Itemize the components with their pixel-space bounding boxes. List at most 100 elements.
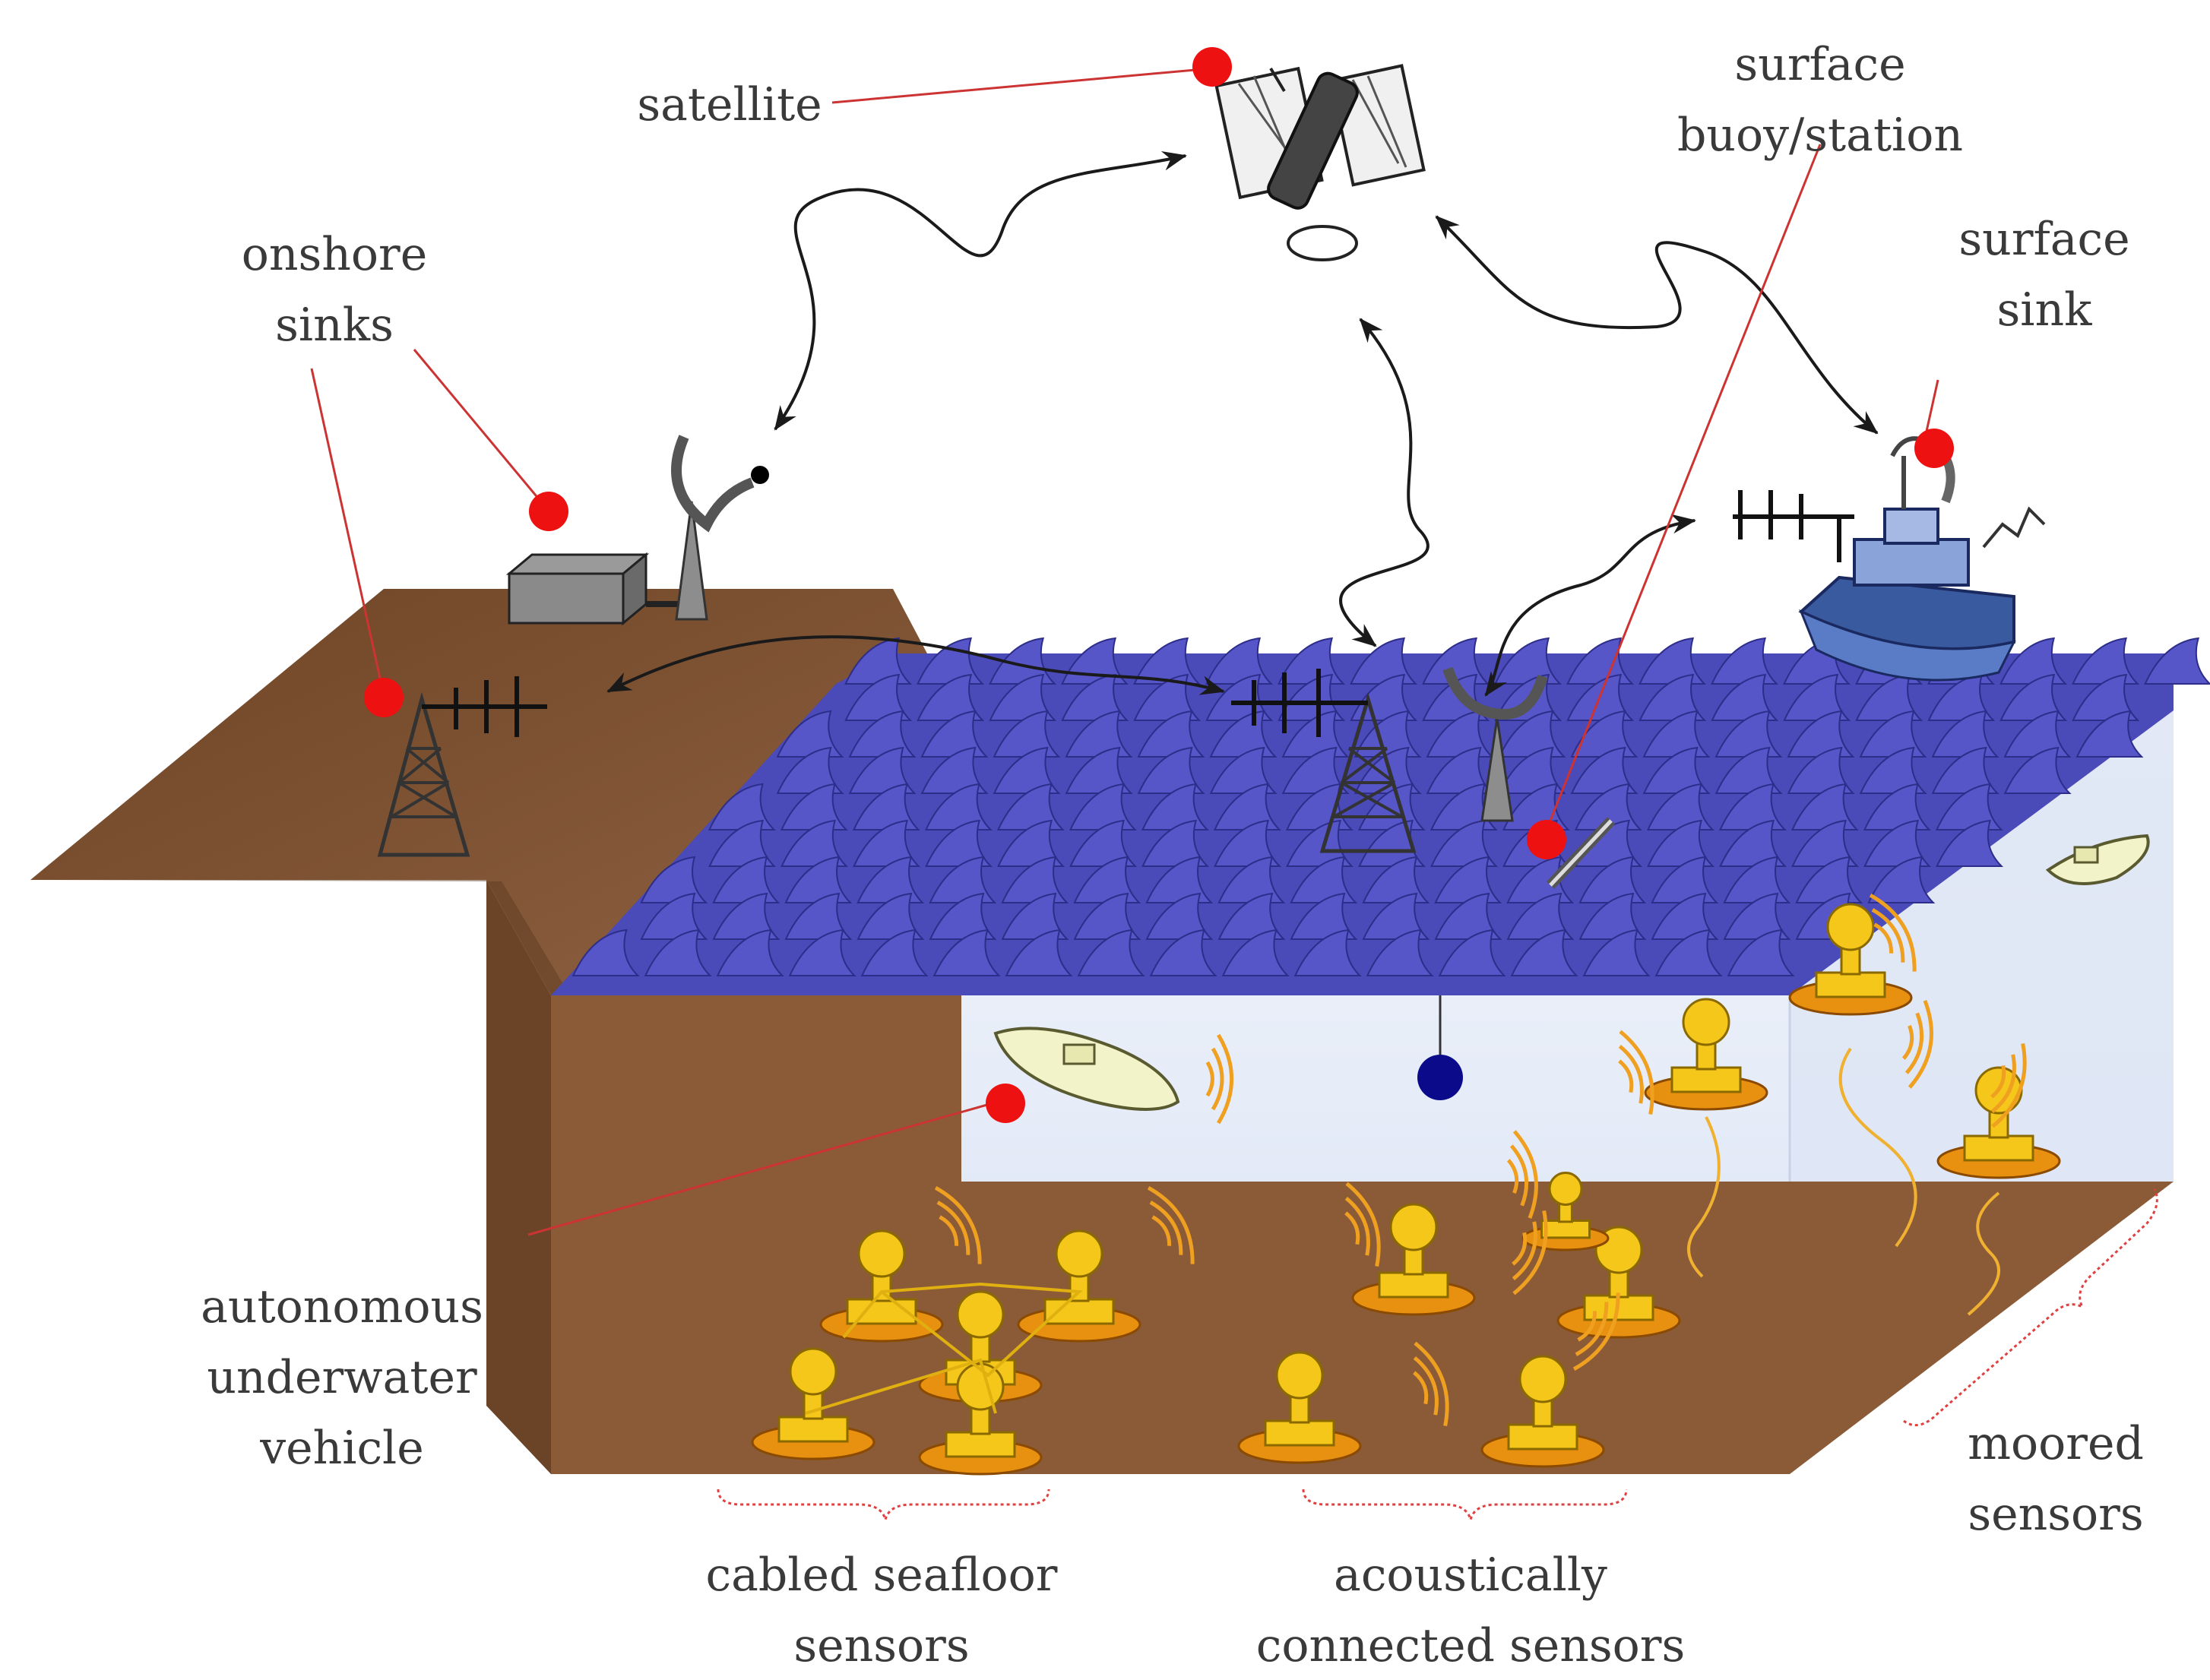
label-surface-buoy-2: buoy/station <box>1677 109 1963 162</box>
wave <box>1145 856 1214 903</box>
link-satellite-station <box>1339 318 1430 647</box>
sensor-cables <box>805 1282 1083 1415</box>
acoustic-signals <box>934 893 2027 1427</box>
wave <box>920 710 989 758</box>
label-auv-2: underwater <box>207 1351 477 1404</box>
wave <box>1065 710 1133 758</box>
sensor-node-icon <box>1351 1203 1476 1316</box>
wave <box>708 783 776 831</box>
wave <box>1582 929 1651 976</box>
wave <box>1642 710 1711 758</box>
wave <box>716 929 784 976</box>
surface-buoy-icon <box>1417 817 1616 1100</box>
wave <box>1646 783 1714 831</box>
onshore-station-box-icon <box>505 552 692 626</box>
wave <box>2003 710 2072 758</box>
link-satellite-onshore <box>774 150 1187 431</box>
wave <box>1723 856 1791 903</box>
communication-links <box>606 150 1879 697</box>
wave <box>1718 783 1787 831</box>
acoustic-wave <box>1990 1042 2027 1128</box>
wave <box>1867 856 1936 903</box>
wave <box>1354 710 1422 758</box>
marker-surface-buoy <box>1527 820 1566 859</box>
label-moored-1: moored <box>1968 1417 2144 1470</box>
satellite-icon <box>1214 64 1426 261</box>
wave <box>1293 929 1362 976</box>
acoustic-wave <box>1413 1341 1449 1427</box>
sensor-node-icon <box>1480 1355 1605 1468</box>
wave <box>1362 856 1430 903</box>
acoustic-wave <box>1512 1210 1548 1296</box>
wave <box>2003 746 2072 794</box>
wave <box>1727 929 1795 976</box>
seabed <box>30 880 2174 1474</box>
labels: satellite surface buoy/station onshore s… <box>201 38 2144 1672</box>
location-markers <box>364 47 1954 1123</box>
sensor-nodes <box>751 903 2061 1476</box>
wave <box>1510 929 1578 976</box>
wave <box>2075 710 2144 758</box>
wave <box>932 929 1001 976</box>
wave <box>1077 929 1145 976</box>
group-braces <box>717 1188 2158 1520</box>
sensor-node-icon <box>1556 1226 1681 1339</box>
wave <box>1498 710 1566 758</box>
sensor-node-icon <box>1788 903 1913 1016</box>
acoustic-wave <box>1618 1030 1654 1115</box>
wave <box>860 929 929 976</box>
onshore-radio-tower-icon <box>377 676 547 857</box>
wave <box>571 929 640 976</box>
wave <box>929 856 997 903</box>
wave <box>1711 637 1779 685</box>
label-auv-3: vehicle <box>259 1422 424 1475</box>
wave <box>924 783 993 831</box>
wave <box>1714 710 1783 758</box>
acoustic-wave <box>1869 893 1917 972</box>
acoustic-wave <box>1572 1292 1620 1372</box>
marker-onshore-box <box>529 492 568 531</box>
acoustic-wave <box>1344 1182 1381 1267</box>
link-satellite-ship <box>1435 215 1879 435</box>
sensor-node-icon <box>1237 1351 1362 1464</box>
wave <box>1935 783 2003 831</box>
wave <box>1290 856 1358 903</box>
wave <box>1149 929 1217 976</box>
wave <box>1578 856 1647 903</box>
wave <box>1859 710 1927 758</box>
wave <box>1366 929 1434 976</box>
water-column <box>961 710 2174 1182</box>
surface-station-radio-tower-icon <box>1231 669 1417 853</box>
wave <box>1651 856 1719 903</box>
wave <box>993 710 1061 758</box>
wave <box>1654 929 1723 976</box>
wave <box>780 783 848 831</box>
label-satellite: satellite <box>637 78 822 131</box>
brace-cabled <box>717 1489 1050 1520</box>
wave <box>1787 710 1855 758</box>
wave <box>1221 929 1290 976</box>
wave <box>1069 783 1137 831</box>
sensor-node-icon <box>1017 1229 1141 1343</box>
wave <box>1422 637 1490 685</box>
wave <box>1350 637 1418 685</box>
wave <box>856 856 925 903</box>
mooring-lines <box>1687 1047 2000 1316</box>
label-cabled-1: cabled seafloor <box>706 1549 1058 1602</box>
marker-onshore-tower <box>364 678 404 717</box>
ocean-surface <box>551 637 2210 995</box>
marker-auv <box>986 1084 1025 1123</box>
wave <box>1281 710 1350 758</box>
wave <box>1999 637 2068 685</box>
wave <box>776 710 844 758</box>
label-acoustic-1: acoustically <box>1334 1549 1607 1602</box>
wave <box>1863 783 1931 831</box>
label-auv-1: autonomous <box>201 1280 483 1334</box>
label-onshore-sinks-2: sinks <box>275 299 394 352</box>
label-moored-2: sensors <box>1968 1488 2143 1541</box>
wave <box>1137 710 1205 758</box>
marker-satellite <box>1192 47 1232 87</box>
wave <box>712 856 780 903</box>
wave <box>644 929 712 976</box>
